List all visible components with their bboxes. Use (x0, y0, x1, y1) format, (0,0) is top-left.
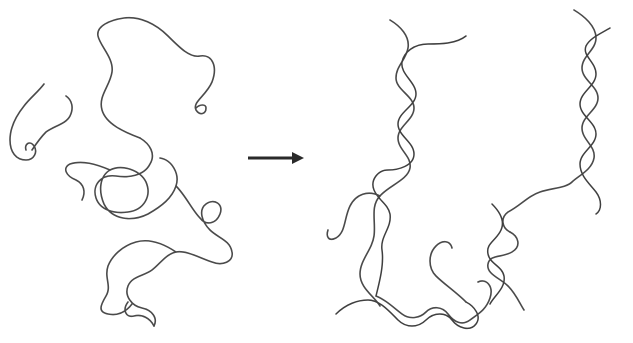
helix-left-strand-b (373, 36, 466, 296)
helix-right-strand-a (503, 10, 598, 232)
coil-middle-tangle (95, 138, 177, 219)
coil-top-loop (98, 18, 215, 138)
arrow-head (292, 152, 304, 164)
helix-bottom-strand-a (376, 281, 491, 323)
coil-short-arc (32, 96, 72, 150)
coil-bottom-tail (125, 302, 154, 326)
coil-lower-left (101, 241, 176, 315)
helix-bottom-curl (430, 242, 466, 302)
left-panel-random-coils (10, 18, 232, 326)
transition-arrow (248, 152, 304, 164)
helix-bottom-strand-b (336, 300, 478, 328)
coil-lower-squiggle (127, 186, 232, 326)
coil-small-hook (10, 84, 44, 160)
helix-left-strand-a (360, 20, 414, 306)
coil-left-branch (66, 162, 110, 200)
helix-left-tail (327, 193, 380, 239)
right-panel-helices (327, 10, 610, 328)
